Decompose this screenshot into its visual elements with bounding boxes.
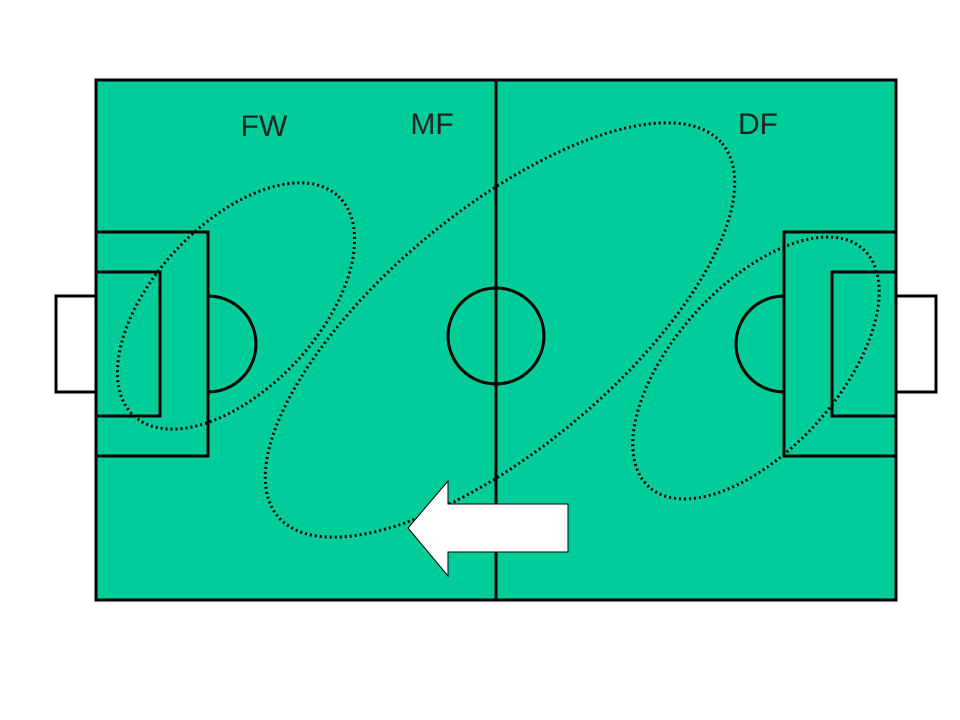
direction-arrow (407, 479, 569, 578)
center-circle (446, 286, 546, 386)
left-penalty-arc (207, 294, 258, 394)
left-goal-area (94, 270, 162, 418)
mf-zone (263, 121, 737, 539)
df-zone (631, 235, 881, 501)
right-goal-area (830, 270, 898, 418)
right-goal (894, 294, 938, 394)
right-penalty-arc (734, 294, 785, 394)
left-goal (54, 294, 98, 394)
fw-zone (115, 181, 357, 431)
mf-label: MF (410, 108, 453, 141)
fw-label: FW (241, 110, 288, 143)
df-label: DF (738, 108, 778, 141)
